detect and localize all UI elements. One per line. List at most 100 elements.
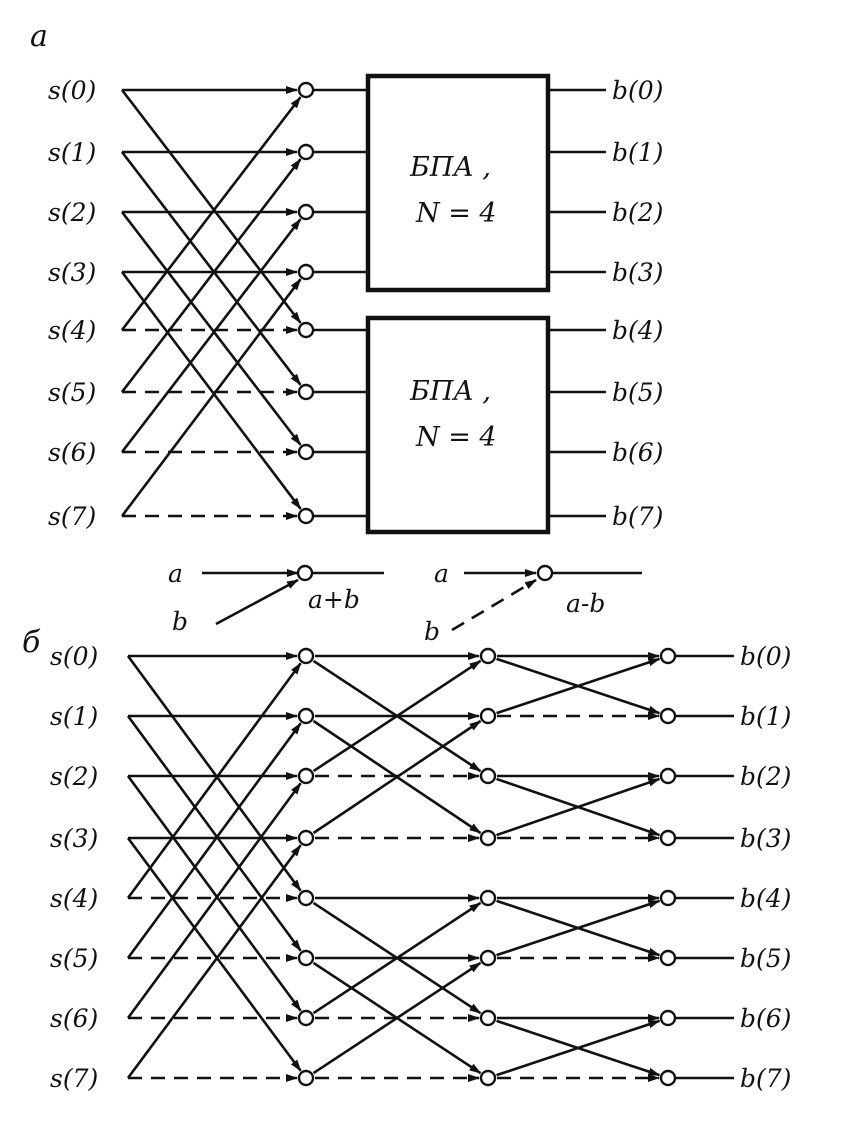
fft-block-lower [365, 315, 551, 535]
a-input-label: s(6) [48, 438, 96, 467]
b-stage2-cross-edge [312, 961, 482, 1075]
b-output-label: b(0) [740, 642, 791, 671]
b-stage2-cross-edge [312, 901, 482, 1015]
a-butterfly-node [297, 383, 315, 401]
b-output-label: b(5) [740, 944, 791, 973]
a-output-label: b(7) [612, 502, 663, 531]
b-stage2-node [479, 889, 497, 907]
b-stage2-node [479, 707, 497, 725]
fft-block-lower-size: N = 4 [415, 422, 497, 453]
a-butterfly-node [297, 203, 315, 221]
a-output-label: b(0) [612, 76, 663, 105]
panel-a-letter: a [30, 19, 48, 54]
b-stage1-cross-edge [126, 715, 302, 952]
b-stage3-node [659, 1069, 677, 1087]
a-input-label: s(3) [48, 258, 96, 287]
b-output-label: b(2) [740, 762, 791, 791]
a-input-label: s(4) [48, 316, 96, 345]
panel-a-nodes [297, 81, 315, 525]
fft-block-upper [365, 73, 551, 293]
b-stage1-node [297, 949, 315, 967]
panel-b-letter: б [22, 625, 41, 660]
legend-diff-b-label: b [424, 617, 440, 646]
legend-sum-a-label: a [168, 559, 183, 588]
b-input-label: s(7) [50, 1064, 98, 1093]
a-butterfly-node [297, 143, 315, 161]
a-input-label: s(0) [48, 76, 96, 105]
a-input-label: s(1) [48, 138, 96, 167]
b-stage1-cross-edge [126, 837, 302, 1072]
a-stage-cross-edge [120, 151, 302, 386]
b-stage1-cross-edge [126, 655, 302, 892]
panel-b-labels: s(0) b(0) s(1) b(1) s(2) b(2) s(3) b(3) s(4) b(4)… [50, 642, 791, 1093]
b-stage1-cross-edge [126, 662, 302, 899]
b-input-label: s(6) [50, 1004, 98, 1033]
b-stage1-cross-edge [126, 722, 302, 959]
a-output-label: b(2) [612, 198, 663, 227]
a-butterfly-node [297, 507, 315, 525]
b-input-label: s(5) [50, 944, 98, 973]
b-input-label: s(1) [50, 702, 98, 731]
a-input-label: s(5) [48, 378, 96, 407]
b-stage3-node [659, 647, 677, 665]
a-stage-cross-edge [120, 271, 302, 510]
b-stage1-node [297, 767, 315, 785]
legend-sum-b-wire [215, 578, 299, 626]
legend-sum-result-label: a+b [308, 585, 360, 614]
a-output-label: b(5) [612, 378, 663, 407]
a-output-label: b(1) [612, 138, 663, 167]
panel-a-labels: s(0)b(0)s(1)b(1)s(2)b(2)s(3)b(3)s(4)b(4)… [48, 76, 663, 531]
a-butterfly-node [297, 81, 315, 99]
b-stage3-node [659, 1009, 677, 1027]
b-stage2-node [479, 1069, 497, 1087]
a-stage-cross-edge [120, 89, 302, 324]
b-stage3-node [659, 767, 677, 785]
a-output-label: b(3) [612, 258, 663, 287]
a-stage-cross-edge [120, 278, 302, 517]
a-output-label: b(6) [612, 438, 663, 467]
b-stage2-node [479, 949, 497, 967]
a-butterfly-node [297, 263, 315, 281]
a-input-label: s(2) [48, 198, 96, 227]
fft-block-upper-size: N = 4 [415, 198, 497, 229]
legend-diff-a-label: a [434, 559, 449, 588]
b-output-label: b(7) [740, 1064, 791, 1093]
b-stage3-node [659, 949, 677, 967]
a-stage-cross-edge [120, 218, 302, 453]
a-stage-cross-edge [120, 211, 302, 446]
b-output-label: b(3) [740, 824, 791, 853]
b-output-label: b(1) [740, 702, 791, 731]
b-stage3-cross-edge [496, 1019, 661, 1077]
legend: a b a+b a b a-b [168, 559, 642, 646]
b-stage1-node [297, 1009, 315, 1027]
a-butterfly-node [297, 321, 315, 339]
b-stage2-node [479, 767, 497, 785]
legend-sum-node [296, 564, 314, 582]
b-input-label: s(3) [50, 824, 98, 853]
b-output-label: b(4) [740, 884, 791, 913]
b-input-label: s(0) [50, 642, 98, 671]
b-stage2-node [479, 1009, 497, 1027]
b-stage1-node [297, 1069, 315, 1087]
b-stage1-node [297, 707, 315, 725]
panel-b-nodes [297, 647, 677, 1087]
b-stage2-cross-edge [312, 659, 482, 773]
legend-diff-b-wire [451, 578, 537, 632]
b-stage3-node [659, 889, 677, 907]
panel-a-blocks: БПА , N = 4 БПА , N = 4 [365, 73, 551, 535]
fft-block-upper-name: БПА , [409, 152, 491, 183]
b-stage2-node [479, 829, 497, 847]
b-stage1-cross-edge [126, 782, 302, 1019]
b-stage2-node [479, 647, 497, 665]
b-stage1-node [297, 889, 315, 907]
a-butterfly-node [297, 443, 315, 461]
b-stage3-node [659, 829, 677, 847]
legend-diff-node [536, 564, 554, 582]
b-stage3-cross-edge [496, 777, 661, 837]
b-stage3-cross-edge [496, 899, 661, 957]
panel-b-wires [126, 652, 734, 1082]
b-input-label: s(2) [50, 762, 98, 791]
b-input-label: s(4) [50, 884, 98, 913]
b-stage3-node [659, 707, 677, 725]
